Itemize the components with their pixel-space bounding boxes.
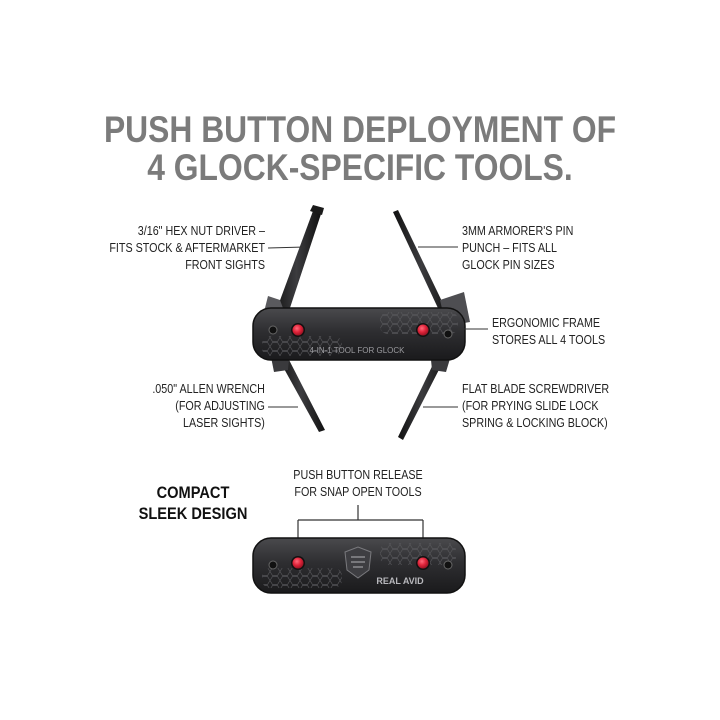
compact-label: COMPACT SLEEK DESIGN: [137, 482, 249, 524]
callout-line: LASER SIGHTS): [183, 416, 265, 430]
callout-line: PUNCH – FITS ALL: [462, 241, 557, 255]
callout-line: 3MM ARMORER'S PIN: [462, 224, 574, 238]
callout-line: GLOCK PIN SIZES: [462, 258, 555, 272]
compact-line: COMPACT: [156, 483, 230, 502]
red-release-button: [417, 557, 429, 569]
callout-release: PUSH BUTTON RELEASE FOR SNAP OPEN TOOLS: [272, 467, 444, 501]
headline-line-2: 4 GLOCK-SPECIFIC TOOLS.: [147, 147, 573, 188]
callout-line: SPRING & LOCKING BLOCK): [462, 416, 608, 430]
brand-print: REAL AVID: [376, 576, 424, 586]
open-tool-print: 4-IN-1 TOOL FOR GLOCK: [310, 346, 406, 355]
closed-tool-body: REAL AVID: [252, 537, 466, 594]
callout-line: STORES ALL 4 TOOLS: [492, 333, 606, 347]
open-tool-body: 4-IN-1 TOOL FOR GLOCK: [252, 307, 466, 361]
callout-line: FLAT BLADE SCREWDRIVER: [462, 382, 610, 396]
callout-line: (FOR ADJUSTING: [175, 399, 265, 413]
flat-screwdriver-bit: [398, 350, 452, 440]
red-release-button: [417, 324, 429, 336]
callout-line: FRONT SIGHTS: [185, 258, 265, 272]
callout-allen-wrench: .050" ALLEN WRENCH (FOR ADJUSTING LASER …: [152, 381, 265, 432]
callout-line: ERGONOMIC FRAME: [492, 316, 601, 330]
callout-line: (FOR PRYING SLIDE LOCK: [462, 399, 599, 413]
callout-hex-driver: 3/16" HEX NUT DRIVER – FITS STOCK & AFTE…: [109, 223, 265, 274]
compact-line: SLEEK DESIGN: [138, 504, 248, 523]
red-release-button: [292, 557, 304, 569]
callout-line: FITS STOCK & AFTERMARKET: [109, 241, 265, 255]
callout-line: .050" ALLEN WRENCH: [152, 382, 265, 396]
callout-pin-punch: 3MM ARMORER'S PIN PUNCH – FITS ALL GLOCK…: [462, 223, 573, 274]
callout-line: 3/16" HEX NUT DRIVER –: [137, 224, 265, 238]
allen-wrench-bit: [270, 350, 325, 432]
callout-frame: ERGONOMIC FRAME STORES ALL 4 TOOLS: [492, 315, 605, 349]
callout-line: PUSH BUTTON RELEASE: [293, 468, 423, 482]
red-release-button: [292, 324, 304, 336]
callout-screwdriver: FLAT BLADE SCREWDRIVER (FOR PRYING SLIDE…: [462, 381, 609, 432]
callout-line: FOR SNAP OPEN TOOLS: [294, 485, 422, 499]
callout-lines: [267, 246, 488, 408]
headline-line-1: PUSH BUTTON DEPLOYMENT OF: [103, 109, 617, 150]
